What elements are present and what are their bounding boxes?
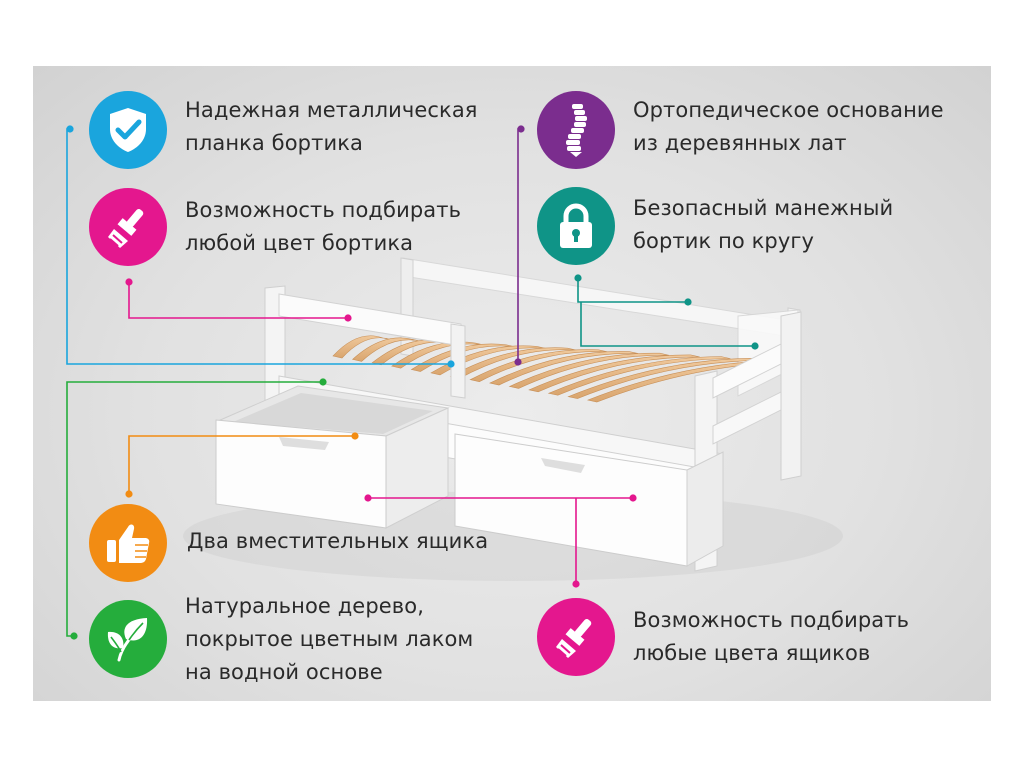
feature-drawers-text: Два вместительных ящика: [187, 525, 488, 558]
feature-line: Два вместительных ящика: [187, 529, 489, 553]
left-drawer-inner: [233, 393, 433, 434]
front-middle-post: [450, 323, 466, 399]
feature-line: Ортопедическое основание: [633, 98, 944, 122]
left-drawer-handle: [279, 437, 329, 450]
feature-line: из деревянных лат: [633, 131, 847, 155]
bed-illustration: [66, 125, 843, 640]
badge-color-drawers: [537, 598, 615, 676]
right-drawer-side: [686, 451, 724, 567]
feature-line: Надежная металлическая: [185, 98, 478, 122]
connector-safe-2: [580, 302, 755, 347]
feature-safe-text: Безопасный манежный бортик по кругу: [633, 192, 893, 258]
feature-line: на водной основе: [185, 660, 383, 684]
feature-line: бортик по кругу: [633, 229, 815, 253]
feature-line: Возможность подбирать: [185, 198, 462, 222]
right-back-post: [780, 311, 802, 481]
thumbs-up-icon: [107, 524, 150, 563]
badge-wood: [89, 600, 167, 678]
infographic-panel: Надежная металлическая планка бортика Во…: [33, 66, 991, 701]
badge-rail: [89, 91, 167, 169]
connector-ortho: [517, 128, 521, 362]
connector-dots: [66, 125, 759, 640]
spine-icon: [566, 104, 587, 157]
feature-line: покрытое цветным лаком: [185, 627, 474, 651]
right-drawer-handle: [541, 458, 585, 473]
lath: [528, 354, 700, 393]
left-drawer-front: [215, 419, 387, 529]
feature-line: планка бортика: [185, 131, 363, 155]
paint-brush-icon: [108, 208, 144, 248]
connector-safe: [577, 278, 688, 303]
shield-check-icon: [110, 108, 146, 152]
feature-line: любые цвета ящиков: [633, 641, 871, 665]
feature-rail-text: Надежная металлическая планка бортика: [185, 94, 478, 160]
connector-drawers: [128, 435, 355, 494]
lath: [547, 356, 731, 396]
padlock-icon: [560, 203, 592, 248]
feature-wood-text: Натуральное дерево, покрытое цветным лак…: [185, 590, 473, 689]
leaf-icon: [107, 618, 148, 662]
connector-color-rail: [128, 282, 348, 319]
badge-color-rail: [89, 188, 167, 266]
back-left-post: [400, 257, 414, 357]
slatted-base: [332, 335, 793, 403]
paint-brush-icon: [556, 618, 592, 658]
feature-line: Возможность подбирать: [633, 608, 910, 632]
feature-line: любой цвет бортика: [185, 231, 414, 255]
badge-safe: [537, 187, 615, 265]
feature-color-drawers-text: Возможность подбирать любые цвета ящиков: [633, 604, 909, 670]
feature-ortho-text: Ортопедическое основание из деревянных л…: [633, 94, 944, 160]
feature-line: Натуральное дерево,: [185, 594, 424, 618]
badge-drawers: [89, 504, 167, 582]
feature-line: Безопасный манежный: [633, 196, 894, 220]
feature-color-rail-text: Возможность подбирать любой цвет бортика: [185, 194, 461, 260]
badge-ortho: [537, 91, 615, 169]
